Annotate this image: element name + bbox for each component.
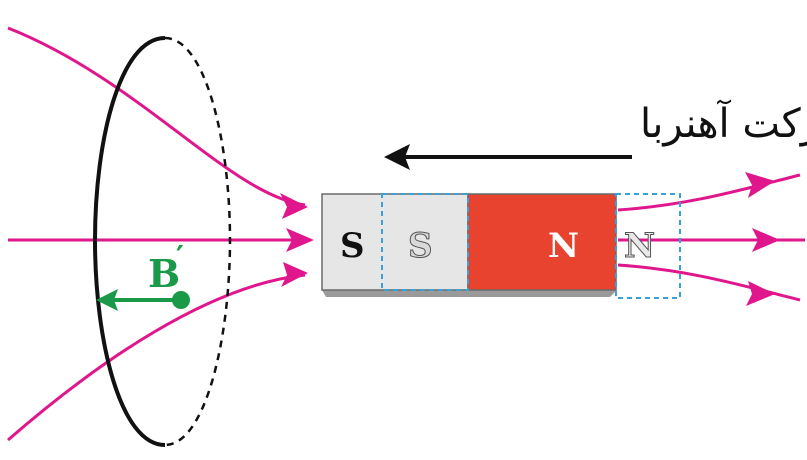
field-line-right-bottom bbox=[617, 263, 801, 302]
field-arrowheads bbox=[280, 172, 780, 306]
ghost-north-outline bbox=[615, 193, 681, 299]
field-line-right-top bbox=[617, 173, 801, 212]
motion-arrow bbox=[384, 144, 632, 170]
arrowhead-middle bbox=[286, 228, 314, 252]
arrowhead-top bbox=[280, 193, 308, 219]
loop-back-dashed bbox=[164, 36, 232, 447]
loop-front-solid bbox=[92, 36, 166, 447]
magnet-north-pole bbox=[467, 193, 617, 291]
field-line-top bbox=[7, 26, 306, 207]
conducting-loop bbox=[92, 36, 232, 447]
south-pole-label: S bbox=[340, 226, 365, 266]
south-ghost-label: S bbox=[408, 226, 433, 266]
arrowhead-bottom bbox=[281, 262, 308, 287]
induced-field-vector bbox=[96, 289, 190, 311]
magnet-bottom-edge bbox=[322, 290, 617, 297]
arrowhead-right-middle bbox=[752, 228, 780, 252]
arrowhead-right-top bbox=[745, 172, 775, 198]
ghost-south-outline bbox=[381, 193, 469, 291]
induced-field-label: B bbox=[148, 251, 180, 296]
induced-field-prime: ′ bbox=[176, 240, 184, 275]
field-lines bbox=[7, 26, 805, 442]
motion-caption: حرکت آهنربا bbox=[640, 99, 807, 147]
north-pole-label: N bbox=[548, 226, 579, 266]
bar-magnet bbox=[321, 193, 681, 299]
north-ghost-label: N bbox=[624, 226, 655, 266]
field-line-bottom bbox=[7, 273, 306, 442]
arrowhead-right-bottom bbox=[746, 281, 775, 306]
